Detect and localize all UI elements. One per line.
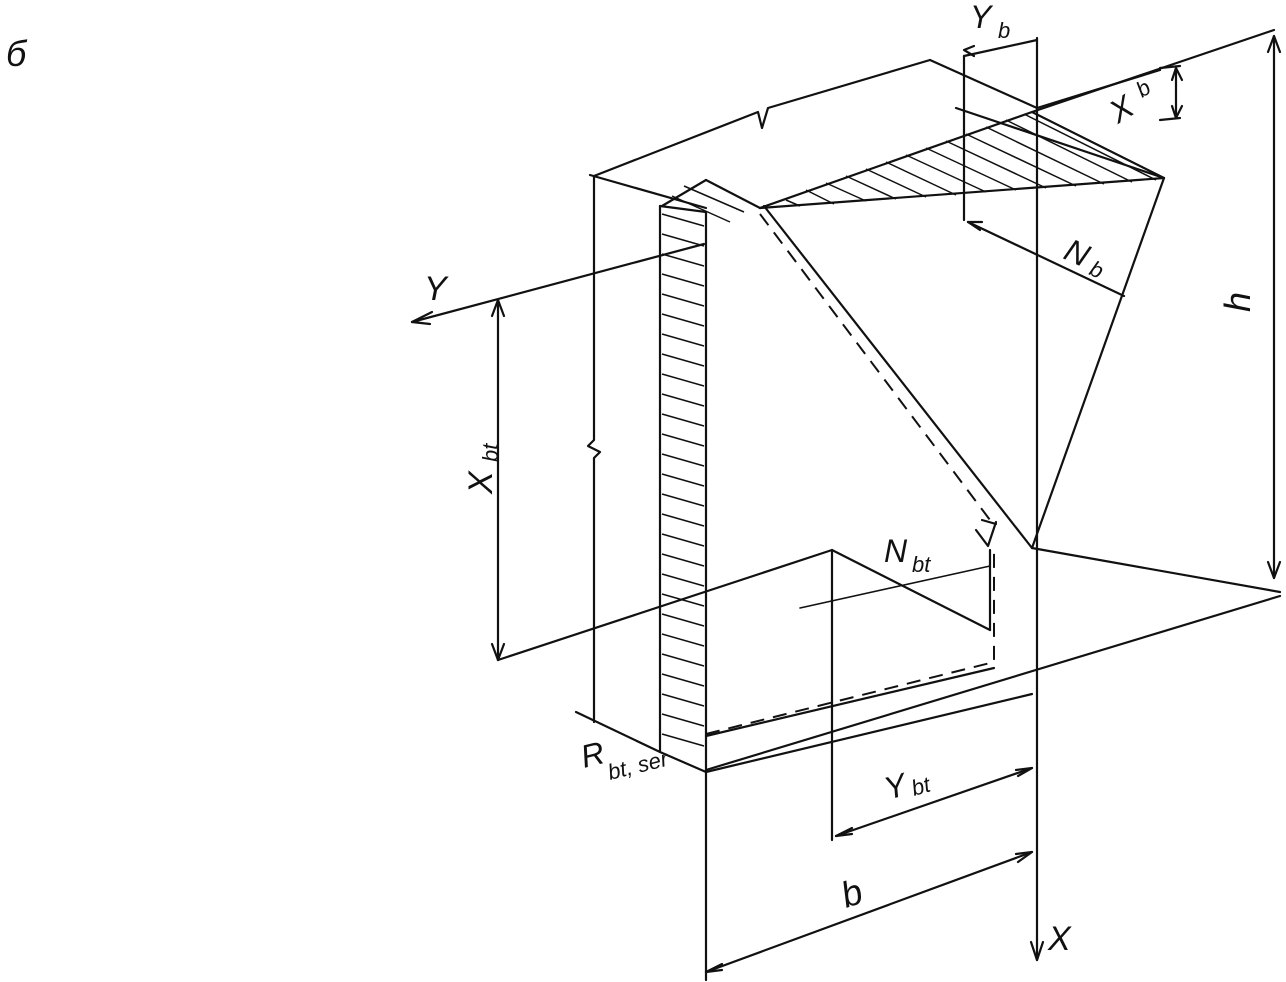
left-vertical-edge xyxy=(586,174,602,724)
label-nbt: N xyxy=(884,533,908,569)
label-ybt: Y xyxy=(880,766,913,807)
label-b: b xyxy=(836,870,868,915)
label-rbt: R xyxy=(577,734,608,775)
label-rbt-sub: bt, ser xyxy=(605,745,672,784)
tension-hatching xyxy=(661,185,745,747)
compression-hatching xyxy=(785,113,1157,207)
block-outline xyxy=(496,36,1282,962)
diagonal-strut xyxy=(762,204,1034,550)
label-nbt-sub: bt xyxy=(912,552,931,577)
label-yb-sub: b xyxy=(998,18,1010,43)
label-nb-sub: b xyxy=(1086,256,1107,284)
label-ybt-sub: bt xyxy=(908,771,933,800)
label-axis-x: X xyxy=(1047,920,1072,958)
label-xb: X xyxy=(1102,87,1141,130)
top-back-edge xyxy=(592,58,932,178)
label-xbt-sub: bt xyxy=(478,443,503,462)
bottom-front-edge xyxy=(704,692,1034,774)
label-h: h xyxy=(1217,292,1258,312)
y-axis-line xyxy=(410,242,706,324)
label-yb: Y xyxy=(970,0,994,35)
label-xb-sub: b xyxy=(1131,75,1155,103)
dimension-lines xyxy=(410,28,1282,982)
labels: Y X Y b X b N b h X bt N bt Y bt b R bt,… xyxy=(424,0,1258,958)
label-axis-y: Y xyxy=(424,270,449,308)
hidden-edges xyxy=(705,548,995,735)
label-xbt: X xyxy=(462,470,500,495)
panel-letter: б xyxy=(6,33,28,74)
